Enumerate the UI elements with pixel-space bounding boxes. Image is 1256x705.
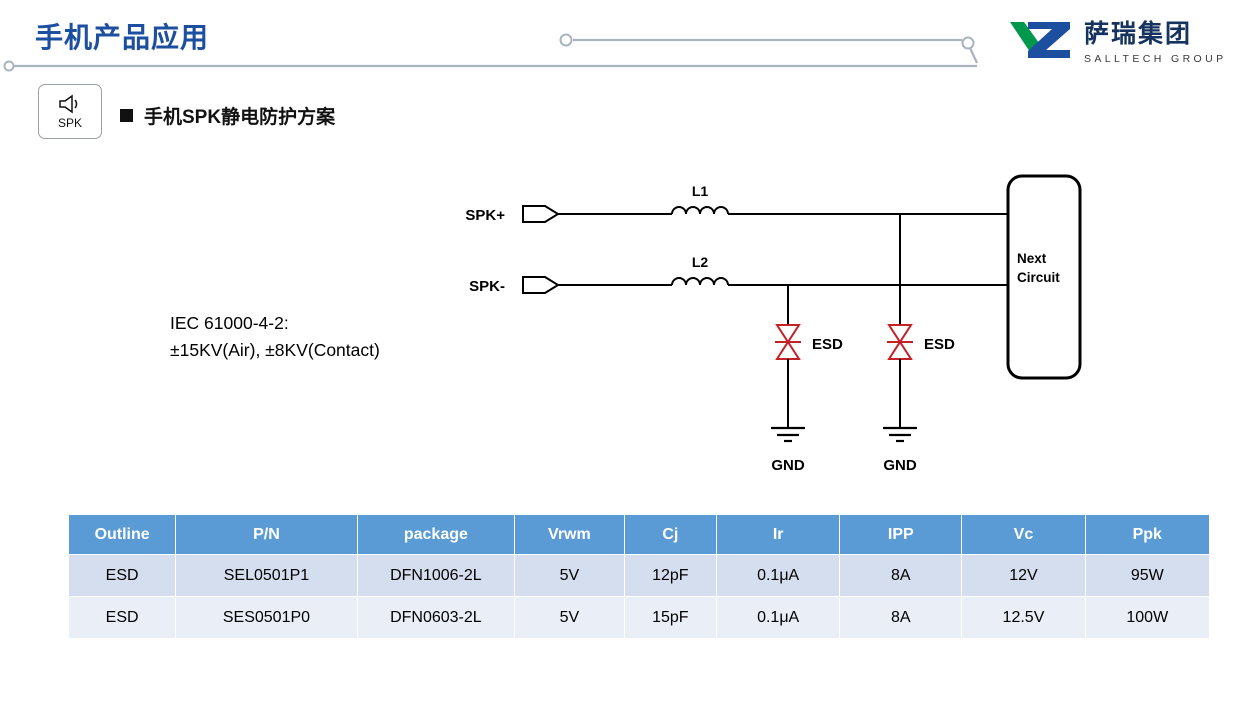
cell-ipp: 8A	[839, 596, 963, 639]
esd2-label: ESD	[924, 336, 955, 353]
cell-ppk: 95W	[1084, 554, 1211, 597]
company-logo: 萨瑞集团 SALLTECH GROUP	[1008, 14, 1227, 65]
cell-vrwm: 5V	[514, 554, 625, 597]
cell-vc: 12V	[961, 554, 1086, 597]
inductor-l2-label: L2	[692, 254, 709, 270]
cell-ir: 0.1μA	[716, 554, 841, 597]
col-header-ppk: Ppk	[1084, 514, 1211, 555]
logo-text: 萨瑞集团 SALLTECH GROUP	[1084, 14, 1227, 65]
col-header-cj: Cj	[623, 514, 718, 555]
iec-note-line1: IEC 61000-4-2:	[170, 313, 289, 333]
salltech-logo-icon	[1010, 21, 1070, 58]
logo-company-subtitle: SALLTECH GROUP	[1084, 53, 1227, 65]
parts-table: Outline P/N package Vrwm Cj Ir IPP Vc Pp…	[67, 514, 1211, 639]
iec-note-line2: ±15KV(Air), ±8KV(Contact)	[170, 340, 380, 360]
col-header-ipp: IPP	[839, 514, 963, 555]
table-row: ESD SES0501P0 DFN0603-2L 5V 15pF 0.1μA 8…	[67, 596, 1211, 639]
esd-branch-2: ESD GND	[883, 214, 955, 474]
col-header-ir: Ir	[716, 514, 841, 555]
next-circuit-label-line1: Next	[1017, 251, 1047, 266]
spk-box: SPK	[38, 84, 102, 139]
spk-minus-label: SPK-	[469, 278, 505, 295]
cell-ir: 0.1μA	[716, 596, 841, 639]
circuit-diagram: SPK+ L1 SPK- L2 ESD GND	[465, 174, 1082, 474]
section-heading-text: 手机SPK静电防护方案	[144, 107, 336, 128]
next-circuit-block: Next Circuit	[1006, 174, 1082, 380]
cell-package: DFN1006-2L	[356, 554, 516, 597]
logo-company-name: 萨瑞集团	[1084, 20, 1193, 48]
col-header-package: package	[356, 514, 516, 555]
cell-vc: 12.5V	[961, 596, 1086, 639]
ground-symbol-2	[883, 426, 917, 443]
speaker-icon	[59, 94, 78, 113]
header-divider-lines	[3, 33, 978, 72]
esd-branch-1: ESD GND	[771, 285, 843, 474]
col-header-outline: Outline	[67, 514, 177, 555]
spk-plus-label: SPK+	[465, 207, 505, 224]
table-row: ESD SEL0501P1 DFN1006-2L 5V 12pF 0.1μA 8…	[67, 554, 1211, 597]
ground-symbol-1	[771, 426, 805, 443]
esd1-label: ESD	[812, 336, 843, 353]
table-header-row: Outline P/N package Vrwm Cj Ir IPP Vc Pp…	[67, 514, 1211, 555]
cell-pn: SEL0501P1	[175, 554, 358, 597]
inductor-l2	[671, 277, 729, 286]
col-header-pn: P/N	[175, 514, 358, 555]
gnd2-label: GND	[883, 457, 917, 474]
cell-ppk: 100W	[1084, 596, 1211, 639]
cell-cj: 12pF	[623, 554, 718, 597]
cell-outline: ESD	[67, 554, 177, 597]
page-title: 手机产品应用	[35, 22, 210, 53]
square-bullet-icon	[120, 109, 133, 122]
cell-package: DFN0603-2L	[356, 596, 516, 639]
esd-diode-2	[887, 324, 913, 360]
cell-pn: SES0501P0	[175, 596, 358, 639]
spk-box-label: SPK	[57, 115, 82, 130]
section-heading: 手机SPK静电防护方案	[120, 102, 335, 129]
cell-outline: ESD	[67, 596, 177, 639]
inductor-l1	[671, 206, 729, 215]
spk-minus-port	[522, 276, 560, 294]
spk-plus-port	[522, 205, 560, 223]
cell-vrwm: 5V	[514, 596, 625, 639]
gnd1-label: GND	[771, 457, 805, 474]
cell-cj: 15pF	[623, 596, 718, 639]
next-circuit-label-line2: Circuit	[1017, 270, 1060, 285]
col-header-vc: Vc	[961, 514, 1086, 555]
inductor-l1-label: L1	[692, 183, 709, 199]
cell-ipp: 8A	[839, 554, 963, 597]
esd-diode-1	[775, 324, 801, 360]
col-header-vrwm: Vrwm	[514, 514, 625, 555]
iec-note: IEC 61000-4-2: ±15KV(Air), ±8KV(Contact)	[170, 310, 380, 364]
